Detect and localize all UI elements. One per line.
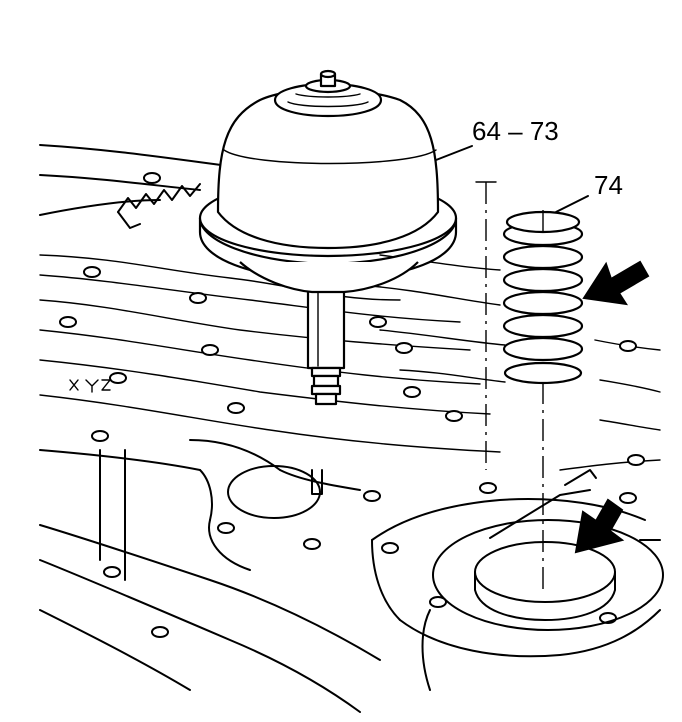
arrow-spring xyxy=(582,260,650,306)
accumulator-spring xyxy=(502,210,584,590)
callout-label-accumulator: 64 – 73 xyxy=(472,116,559,146)
callout-leader-accumulator xyxy=(435,145,473,161)
arrow-bore xyxy=(574,498,625,554)
callout-label-spring: 74 xyxy=(594,170,623,200)
callout-leader-spring xyxy=(555,195,589,213)
accumulator-assembly xyxy=(198,69,458,406)
